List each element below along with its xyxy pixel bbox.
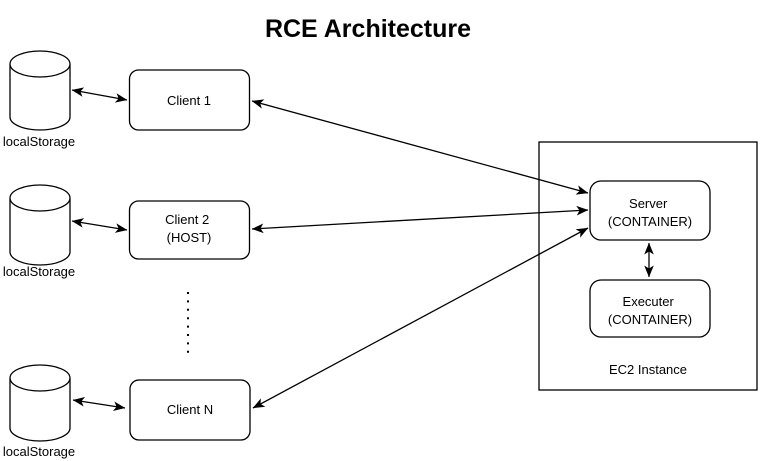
node-client-2: Client 2 (HOST) [128,200,251,260]
server-label-line2: (CONTAINER) [608,214,692,229]
edge-client1-server [251,99,589,195]
ec2-instance-box [538,141,758,391]
edge-storage3-clientN [72,397,126,411]
node-localstorage-3: localStorage [3,364,75,459]
edge-storage2-client2 [71,218,128,233]
node-client-n: Client N [129,379,251,441]
client-1-box [128,69,251,131]
ec2-instance-label: EC2 Instance [609,362,687,377]
node-server-container: Server (CONTAINER) [589,180,711,241]
localstorage-3-label: localStorage [3,444,75,459]
node-client-1: Client 1 [128,69,251,131]
executer-box [589,279,711,338]
client-2-label-line1: Client 2 [165,212,209,227]
database-cylinder-icon [9,184,71,266]
database-cylinder-icon [9,50,71,131]
localstorage-2-label: localStorage [3,264,75,279]
server-label: Server (CONTAINER) [608,196,692,229]
edge-storage1-client1 [71,87,128,103]
client-2-box [128,200,251,260]
edge-client2-server [251,205,589,234]
diagram-title: RCE Architecture [265,15,471,43]
node-localstorage-1: localStorage [3,50,75,149]
localstorage-1-label: localStorage [3,134,75,149]
server-box [589,180,711,241]
executer-label: Executer (CONTAINER) [608,294,692,327]
client-n-box [129,379,251,441]
server-label-line1: Server [629,196,668,211]
executer-label-line2: (CONTAINER) [608,312,692,327]
edge-clientN-server [252,227,589,409]
node-ec2-instance: EC2 Instance Server (CONTAINER) Executer… [538,141,758,391]
client-2-label: Client 2 (HOST) [165,212,213,245]
client-1-label: Client 1 [167,93,211,108]
client-n-label: Client N [167,402,213,417]
executer-label-line1: Executer [623,294,675,309]
node-executer-container: Executer (CONTAINER) [589,279,711,338]
database-cylinder-icon [9,364,71,442]
client-2-label-line2: (HOST) [167,230,212,245]
node-localstorage-2: localStorage [3,184,75,279]
